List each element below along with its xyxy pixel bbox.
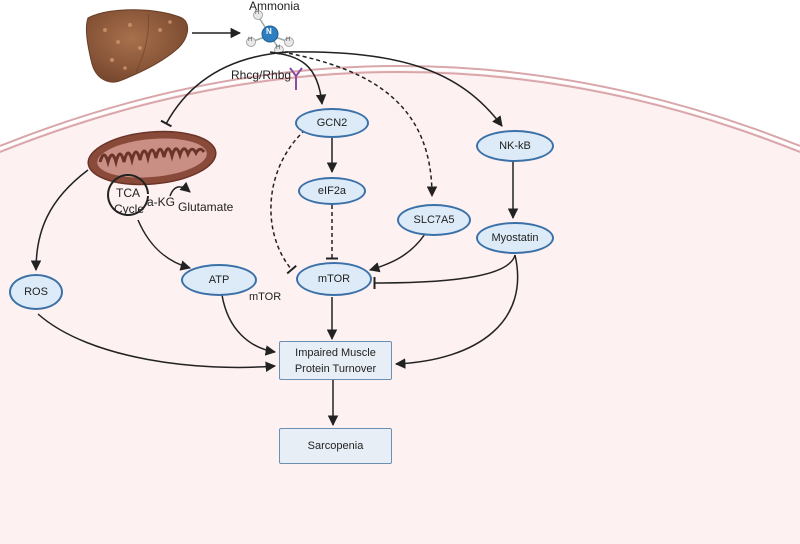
arrow-mitochondrion-to-atp: [137, 219, 192, 271]
inhibit-ammonia-to-mitochondrion: [160, 51, 289, 128]
arrow-mitochondrion-to-ros: [30, 169, 89, 272]
nfkb-node: NK-kB: [476, 130, 554, 162]
atp-side-mtor-label: mTOR: [249, 291, 282, 303]
arrow-ros-to-impaired: [37, 313, 277, 372]
impaired-line-2: Protein Turnover: [294, 362, 377, 375]
tca-cycle-circle: [107, 174, 149, 216]
arrow-tca-to-glutamate: [169, 181, 191, 197]
sarcopenia-box: Sarcopenia: [279, 428, 392, 464]
cycle-label: Cycle: [114, 202, 145, 216]
slc7a5-node: SLC7A5: [397, 204, 471, 236]
ammonia-molecule-icon: [246, 10, 294, 55]
cell-membrane: [0, 65, 800, 147]
tca-label: TCA: [116, 186, 140, 200]
glutamate-label: Glutamate: [178, 200, 234, 214]
ammonia-label: Ammonia: [249, 0, 300, 13]
eif2a-node: eIF2a: [298, 177, 366, 205]
myostatin-node: Myostatin: [476, 222, 554, 254]
mtor-node: mTOR: [296, 262, 372, 296]
liver-icon: [85, 9, 189, 83]
ammonia-hydrogen-label-1: H: [255, 10, 260, 16]
cell-membrane-inner: [0, 71, 800, 153]
arrow-ammonia-to-nfkb: [284, 51, 503, 127]
impaired-turnover-box: Impaired Muscle Protein Turnover: [279, 341, 392, 380]
arrow-myostatin-to-impaired: [394, 254, 519, 369]
transporter-icon: [289, 67, 303, 90]
mitochondrion-icon: [87, 130, 217, 186]
cell-cytoplasm: [0, 70, 800, 544]
transporter-label: Rhcg/Rhbg: [231, 68, 292, 82]
ammonia-nitrogen-label: N: [266, 27, 272, 36]
impaired-line-1: Impaired Muscle: [295, 346, 376, 359]
ammonia-hydrogen-label-3: H: [286, 37, 291, 43]
ros-node: ROS: [9, 274, 63, 310]
gcn2-node: GCN2: [295, 108, 369, 138]
inhibit-myostatin-to-mtor: [373, 254, 516, 290]
atp-node: ATP: [181, 264, 257, 296]
arrow-slc7a5-to-mtor: [368, 233, 426, 273]
arrow-atp-to-impaired: [221, 294, 277, 356]
ammonia-hydrogen-label-4: H: [276, 45, 281, 51]
ammonia-hydrogen-label-2: H: [248, 37, 253, 43]
akg-label: a-KG: [147, 195, 176, 209]
dashed-ammonia-to-slc7a5: [281, 51, 438, 198]
